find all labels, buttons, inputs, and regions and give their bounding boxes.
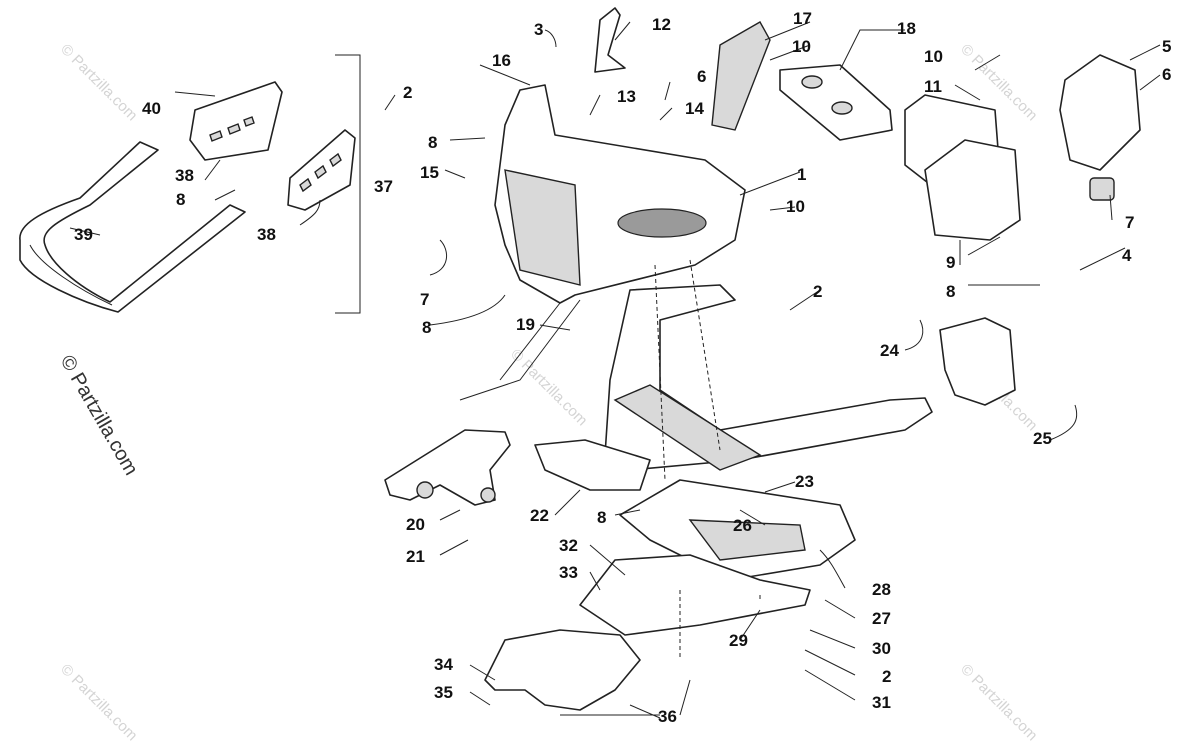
bumper-brackets [189, 81, 356, 211]
callout-label: 2 [403, 83, 412, 102]
callout-label: 18 [897, 19, 916, 38]
callout-label: 6 [697, 67, 706, 86]
callout-label: 15 [420, 163, 439, 182]
callout-label: 11 [924, 77, 942, 96]
callout-label: 10 [786, 197, 805, 216]
tow-mount [384, 429, 511, 506]
callout-label: 27 [872, 609, 891, 628]
callout-label: 33 [559, 563, 578, 582]
callout-label: 29 [729, 631, 748, 650]
callouts: 1 2 2 2 3 4 5 6 6 7 7 8 8 8 8 8 9 10 10 … [69, 9, 1171, 726]
watermark: © Partzilla.com [57, 41, 140, 124]
callout-label: 1 [797, 165, 806, 184]
callout-label: 30 [872, 639, 891, 658]
callout-label: 36 [658, 707, 677, 726]
callout-label: 10 [792, 37, 811, 56]
callout-label: 40 [142, 99, 161, 118]
callout-label: 37 [374, 177, 393, 196]
callout-label: 13 [617, 87, 636, 106]
callout-label: 6 [1162, 65, 1171, 84]
watermark: © Partzilla.com [507, 346, 590, 429]
callout-label: 4 [1122, 246, 1132, 265]
callout-label: 32 [559, 536, 578, 555]
front-housing [494, 7, 893, 304]
callout-label: 23 [795, 472, 814, 491]
callout-label: 31 [872, 693, 891, 712]
callout-label: 25 [1033, 429, 1052, 448]
callout-label: 19 [516, 315, 535, 334]
callout-label: 35 [434, 683, 453, 702]
callout-label: 3 [534, 20, 543, 39]
callout-label: 8 [597, 508, 606, 527]
callout-label: 7 [1125, 213, 1134, 232]
callout-label: 8 [176, 190, 185, 209]
callout-label: 21 [406, 547, 425, 566]
callout-label: 2 [882, 667, 891, 686]
callout-label: 5 [1162, 37, 1171, 56]
callout-label: 34 [434, 655, 453, 674]
callout-label: 8 [422, 318, 431, 337]
group-bracket-37 [335, 54, 361, 314]
assembly-lines [459, 259, 761, 660]
callout-label: 7 [420, 290, 429, 309]
callout-label: 2 [813, 282, 822, 301]
callout-label: 8 [428, 133, 437, 152]
watermark: © Partzilla.com [57, 661, 140, 744]
front-bumper [19, 141, 246, 313]
callout-label: 20 [406, 515, 425, 534]
right-side-panels [904, 54, 1141, 241]
callout-label: 24 [880, 341, 899, 360]
callout-label: 22 [530, 506, 549, 525]
callout-label: 38 [257, 225, 276, 244]
callout-label: 12 [652, 15, 671, 34]
partzilla-credit: © Partzilla.com [56, 352, 142, 480]
callout-label: 28 [872, 580, 891, 599]
callout-label: 26 [733, 516, 752, 535]
callout-label: 8 [946, 282, 955, 301]
callout-label: 17 [793, 9, 812, 28]
callout-label: 10 [924, 47, 943, 66]
callout-label: 14 [685, 99, 704, 118]
callout-label: 16 [492, 51, 511, 70]
skid-plates [484, 479, 856, 711]
watermark: © Partzilla.com [957, 661, 1040, 744]
callout-label: 39 [74, 225, 93, 244]
main-frame [534, 284, 1016, 491]
callout-label: 38 [175, 166, 194, 185]
callout-label: 9 [946, 253, 955, 272]
